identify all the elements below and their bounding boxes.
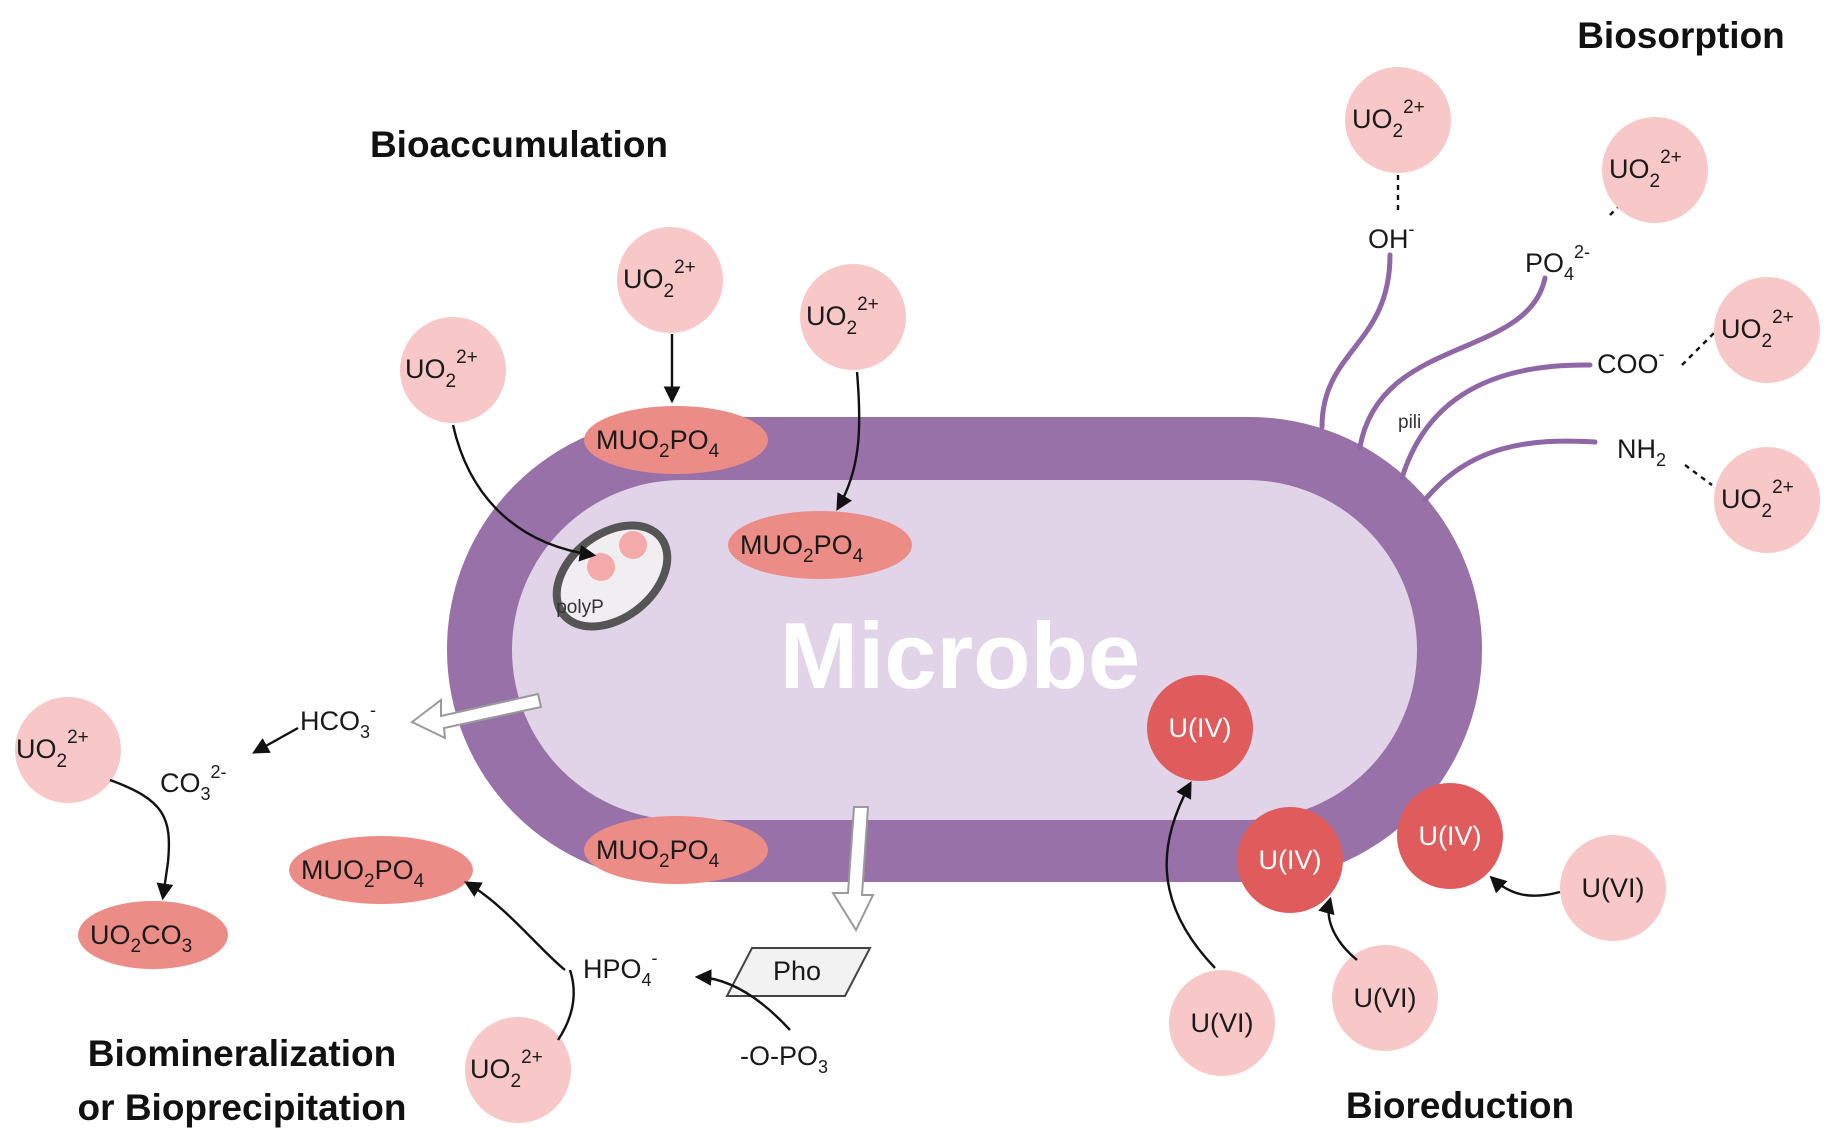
pili-label: pili	[1398, 412, 1421, 433]
muo2po4-bottom: MUO2PO4	[584, 816, 768, 884]
uo2co3-complex: UO2CO3	[78, 901, 228, 969]
species-opo3: -O-PO3	[740, 1041, 828, 1077]
species-hco3: HCO3-	[300, 700, 376, 742]
hollow-arrow-pho	[831, 806, 875, 933]
svg-text:UO22+: UO22+	[623, 257, 696, 302]
species-co3: CO32-	[160, 762, 227, 804]
svg-text:U(VI): U(VI)	[1191, 1008, 1254, 1038]
uranyl-ion-bioaccumulation-3: UO22+	[800, 264, 906, 370]
svg-text:U(VI): U(VI)	[1582, 873, 1645, 903]
svg-text:UO22+: UO22+	[1721, 477, 1794, 522]
svg-text:UO22+: UO22+	[806, 294, 879, 339]
svg-text:MUO2PO4: MUO2PO4	[596, 835, 720, 872]
microbe-cell: Microbe	[447, 417, 1482, 882]
pho-enzyme: Pho	[725, 947, 872, 997]
hollow-arrow-hco3	[410, 692, 543, 740]
svg-text:UO22+: UO22+	[405, 347, 478, 392]
u4-ion-membrane: U(IV)	[1237, 807, 1343, 913]
u6-ion-1: U(VI)	[1169, 970, 1275, 1076]
title-biosorption: Biosorption	[1577, 15, 1785, 56]
svg-text:UO22+: UO22+	[470, 1047, 543, 1092]
muo2po4-outside: MUO2PO4	[289, 836, 473, 904]
uranyl-ion-biosorption-po4: UO22+	[1602, 117, 1708, 223]
group-po4: PO42-	[1525, 242, 1590, 284]
title-bioreduction: Bioreduction	[1346, 1085, 1574, 1126]
svg-text:UO2CO3: UO2CO3	[90, 920, 192, 957]
svg-text:U(IV): U(IV)	[1169, 713, 1232, 743]
u6-ion-2: U(VI)	[1332, 945, 1438, 1051]
svg-text:MUO2PO4: MUO2PO4	[740, 530, 864, 567]
muo2po4-inner: MUO2PO4	[728, 511, 912, 579]
polyp-label: polyP	[556, 597, 604, 618]
svg-text:UO22+: UO22+	[16, 727, 89, 772]
uranyl-ion-biosorption-coo: UO22+	[1714, 277, 1820, 383]
uranyl-ion-bioaccumulation-1: UO22+	[400, 317, 506, 423]
uranyl-ion-biosorption-nh2: UO22+	[1714, 447, 1820, 553]
uranyl-ion-carbonate: UO22+	[15, 697, 121, 803]
svg-text:UO22+: UO22+	[1721, 307, 1794, 352]
uranyl-ion-phosphate: UO22+	[465, 1017, 571, 1123]
title-bioprecipitation: or Bioprecipitation	[78, 1087, 407, 1128]
svg-text:U(IV): U(IV)	[1259, 845, 1322, 875]
title-bioaccumulation: Bioaccumulation	[370, 124, 668, 165]
svg-text:UO22+: UO22+	[1352, 97, 1425, 142]
svg-text:U(VI): U(VI)	[1354, 983, 1417, 1013]
svg-text:MUO2PO4: MUO2PO4	[596, 425, 720, 462]
title-biomineralization: Biomineralization	[88, 1033, 396, 1074]
group-oh: OH-	[1368, 219, 1415, 254]
svg-text:MUO2PO4: MUO2PO4	[301, 855, 425, 892]
muo2po4-top: MUO2PO4	[584, 406, 768, 474]
group-nh2: NH2	[1617, 434, 1666, 470]
u6-ion-3: U(VI)	[1560, 835, 1666, 941]
species-hpo4: HPO4-	[583, 948, 658, 990]
u4-ion-edge: U(IV)	[1397, 783, 1503, 889]
svg-text:Pho: Pho	[773, 956, 821, 986]
reaction-arrows	[109, 334, 1561, 1041]
svg-text:UO22+: UO22+	[1609, 147, 1682, 192]
u4-ion-inner: U(IV)	[1147, 675, 1253, 781]
microbe-label: Microbe	[780, 603, 1140, 708]
pili-group: pili	[1319, 252, 1598, 503]
uranyl-ion-biosorption-oh: UO22+	[1345, 67, 1451, 173]
group-coo: COO-	[1597, 344, 1665, 379]
svg-text:U(IV): U(IV)	[1419, 821, 1482, 851]
uranyl-ion-bioaccumulation-2: UO22+	[617, 227, 723, 333]
